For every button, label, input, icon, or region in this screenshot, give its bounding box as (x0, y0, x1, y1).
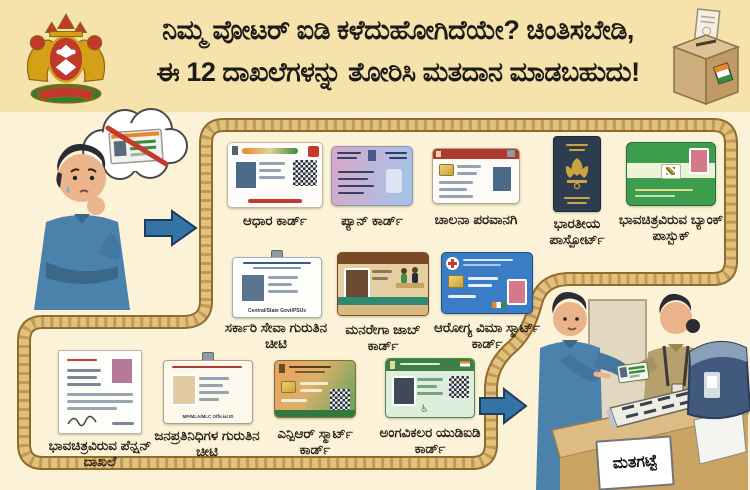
header-banner: ನಿಮ್ಮ ವೋಟರ್ ಐಡಿ ಕಳೆದುಹೋಗಿದೆಯೇ? ಚಿಂತಿಸಬೇಡ… (0, 0, 750, 112)
emblem-mark (436, 151, 441, 157)
health-card-graphic (441, 252, 533, 314)
document-item-pan: ಪ್ಯಾನ್ ಕಾರ್ಡ್ (322, 146, 422, 229)
mp-mla-id-graphic: MP/MLA/MLC Official ID (163, 352, 253, 424)
title-line-1: ನಿಮ್ಮ ವೋಟರ್ ಐಡಿ ಕಳೆದುಹೋಗಿದೆಯೇ? ಚಿಂತಿಸಬೇಡ… (162, 15, 634, 45)
tricolor-badge (712, 62, 734, 85)
qr-code (330, 389, 350, 410)
red-cross-icon (446, 257, 459, 270)
npr-card-graphic (274, 360, 356, 418)
passport-graphic (553, 136, 601, 212)
qr-code (449, 376, 469, 398)
mp-mla-card-text: MP/MLA/MLC Official ID (182, 414, 234, 419)
qr-code (293, 160, 317, 186)
teal-band (338, 297, 428, 305)
document-item-mnrega: ಮನರೇಗಾ ಜಾಬ್ ಕಾರ್ಡ್ (333, 252, 433, 354)
document-label-govt-service-id: ಸರ್ಕಾರಿ ಸೇವಾ ಗುರುತಿನ ಚೀಟಿ (224, 320, 328, 351)
mnrega-card-graphic (337, 252, 429, 316)
ballot-box-icon (671, 8, 741, 106)
photo-thumb (392, 376, 416, 406)
document-label-health-insurance: ಆರೋಗ್ಯ ವಿಮಾ ಸ್ಮಾರ್ಟ್ ಕಾರ್ಡ್ (433, 320, 541, 351)
document-label-mnrega: ಮನರೇಗಾ ಜಾಬ್ ಕಾರ್ಡ್ (345, 322, 421, 353)
chip (439, 164, 454, 176)
document-label-pan: ಪ್ಯಾನ್ ಕಾರ್ಡ್ (341, 213, 403, 228)
pan-card-graphic (331, 146, 413, 206)
document-label-pension: ಭಾವಚಿತ್ರವಿರುವ ಪೆನ್ಷನ್ ದಾಖಲೆ (48, 438, 152, 469)
document-item-govt-service-id: Central/State Govt/PSUs ಸರ್ಕಾರಿ ಸೇವಾ ಗುರ… (219, 250, 333, 352)
emblem-mark (232, 146, 238, 155)
tricolor-band (242, 148, 298, 154)
ballot-logo (661, 164, 681, 179)
photo-thumb (491, 165, 513, 193)
chip (281, 381, 296, 393)
document-item-npr: ಎನ್ಪಿಆರ್ ಸ್ಮಾರ್ಟ್ ಕಾರ್ಡ್ (262, 360, 368, 458)
flag-mark (492, 302, 506, 308)
pension-document-graphic (58, 350, 142, 434)
wheelchair-icon: ♿ (420, 404, 429, 415)
karnataka-emblem-icon (26, 13, 106, 104)
red-header-band (433, 149, 519, 159)
govt-id-graphic: Central/State Govt/PSUs (232, 250, 322, 318)
document-item-bank-passbook: ಭಾವಚಿತ್ರವಿರುವ ಬ್ಯಾಂಕ್ ಪಾಸ್ಬುಕ್ (615, 142, 727, 244)
document-label-aadhaar: ಆಧಾರ ಕಾರ್ಡ್ (242, 213, 308, 228)
document-item-health-insurance: ಆರೋಗ್ಯ ವಿಮಾ ಸ್ಮಾರ್ಟ್ ಕಾರ್ಡ್ (432, 252, 542, 352)
document-label-driving-licence: ಚಾಲನಾ ಪರವಾನಗಿ (434, 212, 518, 227)
ashoka-emblem-icon (565, 158, 589, 190)
photo-thumb (344, 268, 370, 300)
document-label-npr: ಎನ್ಪಿಆರ್ ಸ್ಮಾರ್ಟ್ ಕಾರ್ಡ್ (277, 426, 353, 457)
document-item-mp-mla-id: MP/MLA/MLC Official ID ಜನಪ್ರತಿನಿಧಿಗಳ ಗುರ… (149, 352, 265, 460)
poster-title: ನಿಮ್ಮ ವೋಟರ್ ಐಡಿ ಕಳೆದುಹೋಗಿದೆಯೇ? ಚಿಂತಿಸಬೇಡ… (138, 10, 658, 94)
document-item-pension: ಭಾವಚಿತ್ರವಿರುವ ಪೆನ್ಷನ್ ದಾಖಲೆ (42, 350, 158, 470)
chip (448, 275, 464, 288)
document-label-mp-mla-id: ಜನಪ್ರತಿನಿಧಿಗಳ ಗುರುತಿನ ಚೀಟಿ (154, 428, 260, 459)
title-line-2: ಈ 12 ದಾಖಲೆಗಳನ್ನು ತೋರಿಸಿ ಮತದಾನ ಮಾಡಬಹುದು! (156, 56, 640, 87)
document-label-passport: ಭಾರತೀಯ ಪಾಸ್ಪೋರ್ಟ್ (549, 216, 605, 247)
photo-thumb (171, 374, 197, 406)
photo-thumb (240, 273, 266, 303)
workers-illustration (396, 267, 424, 288)
document-label-bank-passbook: ಭಾವಚಿತ್ರವಿರುವ ಬ್ಯಾಂಕ್ ಪಾಸ್ಬುಕ್ (618, 212, 724, 243)
emblem-mark (368, 150, 376, 161)
photo-thumb (234, 160, 258, 190)
corner-mark (507, 150, 515, 157)
driving-licence-graphic (432, 148, 520, 204)
polling-booth-sign: ಮತಗಟ್ಟೆ (595, 435, 675, 490)
udid-card-graphic: ♿ (385, 358, 475, 418)
signature-squiggle (67, 415, 97, 427)
red-caption-line (248, 199, 302, 203)
document-item-passport: ಭಾರತೀಯ ಪಾಸ್ಪೋರ್ಟ್ (525, 136, 629, 248)
photo-thumb (110, 357, 134, 385)
document-item-udid: ♿ ಅಂಗವಿಕಲರ ಯುಡಿಐಡಿ ಕಾರ್ಡ್ (372, 358, 488, 457)
flag-mark (460, 361, 470, 369)
photo-thumb (689, 148, 709, 174)
document-item-driving-licence: ಚಾಲನಾ ಪರವಾನಗಿ (424, 148, 528, 228)
bank-passbook-graphic (626, 142, 716, 206)
emblem-mark (279, 364, 285, 373)
aadhaar-logo (308, 146, 319, 157)
green-header-band (386, 359, 474, 371)
document-item-aadhaar: ಆಧಾರ ಕಾರ್ಡ್ (218, 142, 332, 229)
document-label-udid: ಅಂಗವಿಕಲರ ಯುಡಿಐಡಿ ಕಾರ್ಡ್ (379, 425, 481, 456)
govt-id-card-text: Central/State Govt/PSUs (247, 308, 307, 314)
brown-header-band (338, 253, 428, 264)
photo-thumb (507, 279, 527, 305)
hologram (386, 169, 402, 193)
aadhaar-card-graphic (227, 142, 323, 208)
